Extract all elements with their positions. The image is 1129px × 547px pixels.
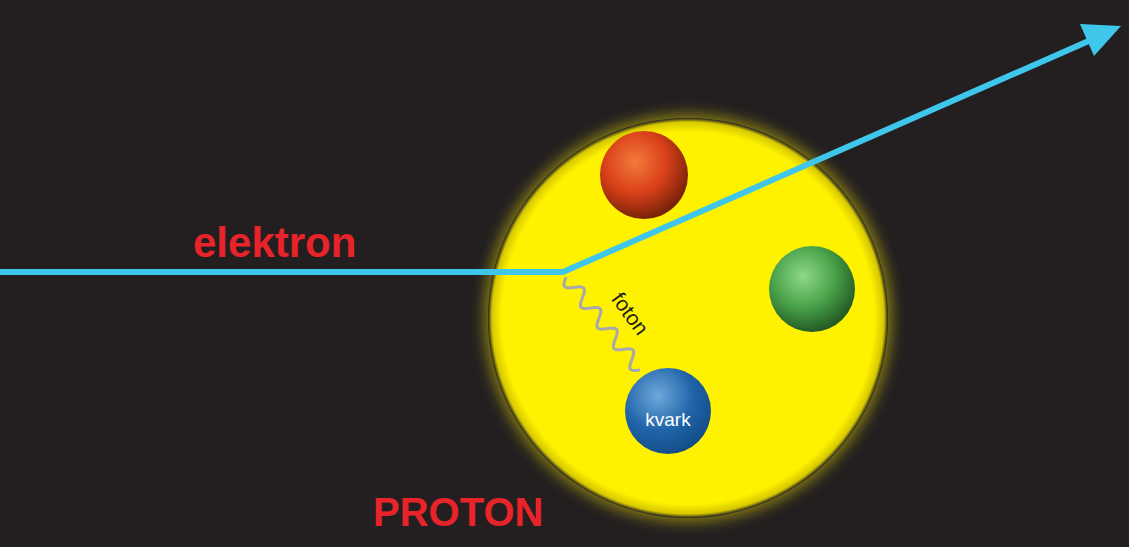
photon-wave: [564, 277, 640, 370]
electron-label: elektron: [193, 222, 356, 264]
green-quark: [769, 246, 855, 332]
electron-track: [0, 36, 1100, 272]
red-quark: [600, 131, 688, 219]
quark-ball: kvark: [625, 368, 711, 454]
electron-arrowhead: [1080, 24, 1121, 56]
proton-title: PROTON: [373, 492, 543, 532]
quark-label: kvark: [625, 410, 711, 429]
